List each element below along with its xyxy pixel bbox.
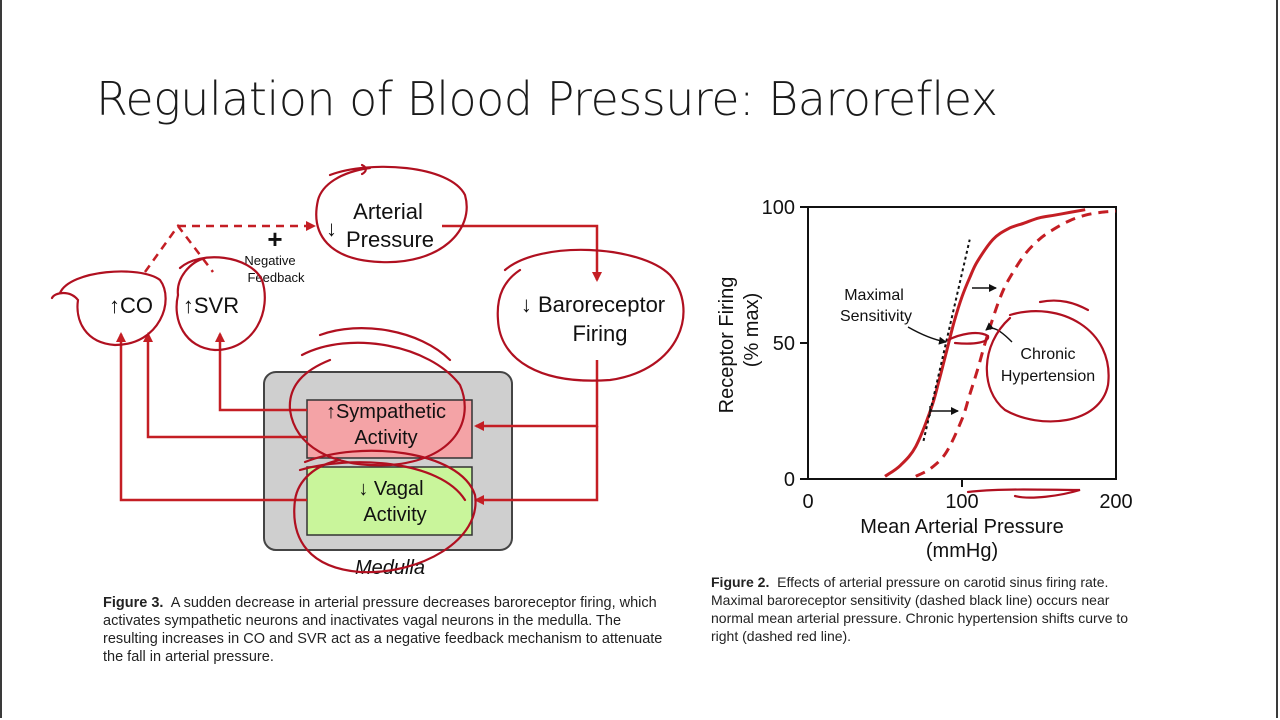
maximal-sensitivity-line2: Sensitivity <box>840 308 912 325</box>
x-axis-title-line1: Mean Arterial Pressure <box>860 516 1063 538</box>
sympathetic-to-co-arrow <box>143 332 307 439</box>
baroreflex-diagram: ↑Sympathetic Activity ↓ Vagal Activity M… <box>50 163 685 579</box>
figure2-caption: Figure 2. Effects of arterial pressure o… <box>711 573 1151 645</box>
arterial-pressure-arrow: ↓ <box>326 216 337 241</box>
baroreceptor-line1: ↓ Baroreceptor <box>521 292 665 317</box>
figure3-caption-text: A sudden decrease in arterial pressure d… <box>103 595 663 665</box>
y-tick-label: 0 <box>784 469 795 491</box>
y-tick-label: 50 <box>773 333 795 355</box>
y-tick-label: 100 <box>762 197 795 219</box>
chronic-hypertension-pointer <box>985 322 1013 343</box>
plus-sign: + <box>267 224 282 254</box>
feedback-dashed-arrows <box>143 221 316 273</box>
pressure-to-baroreceptor-arrow <box>442 224 602 282</box>
x-tick-label: 200 <box>1099 491 1132 513</box>
x-tick-label: 0 <box>802 491 813 513</box>
baroreceptor-to-vagal-arrow <box>474 426 599 505</box>
medulla-label: Medulla <box>355 557 425 579</box>
negative-feedback-line1: Negative <box>244 253 295 268</box>
slide-title: Regulation of Blood Pressure: Baroreflex <box>96 72 998 126</box>
chronic-hypertension-line1: Chronic <box>1020 346 1075 363</box>
arterial-pressure-line1: Arterial <box>353 199 423 224</box>
y-axis-title-line2: (% max) <box>741 293 763 367</box>
maximal-sensitivity-pointer <box>907 326 947 345</box>
co-label: ↑CO <box>109 293 153 318</box>
sympathetic-label-line2: Activity <box>354 427 417 449</box>
vagal-label-line1: ↓ Vagal <box>358 478 423 500</box>
shift-arrows <box>907 284 1013 416</box>
flow-arrows <box>116 224 602 505</box>
figure2-caption-label: Figure 2. <box>711 574 770 590</box>
figure2-caption-text: Effects of arterial pressure on carotid … <box>711 574 1129 644</box>
y-axis-title-line1: Receptor Firing <box>716 277 738 414</box>
svr-label: ↑SVR <box>183 293 239 318</box>
chronic-hypertension-line2: Hypertension <box>1001 368 1095 385</box>
y-ticks: 100 50 0 <box>762 197 795 491</box>
baroreceptor-line2: Firing <box>572 321 627 346</box>
arterial-pressure-line2: Pressure <box>346 227 434 252</box>
vagal-to-co-arrow <box>116 332 307 502</box>
hypertension-firing-curve <box>915 209 1117 478</box>
chart-handwritten-annotations <box>946 299 1110 499</box>
vagal-label-line2: Activity <box>363 504 426 526</box>
x-axis-title-line2: (mmHg) <box>926 540 998 562</box>
x-tick-label: 100 <box>945 491 978 513</box>
sympathetic-label-line1: ↑Sympathetic <box>326 401 446 423</box>
x-ticks: 0 100 200 <box>802 491 1132 513</box>
figure3-caption-label: Figure 3. <box>103 595 164 611</box>
normal-firing-curve <box>884 208 1086 478</box>
y-tick-marks <box>800 206 808 480</box>
maximal-sensitivity-line1: Maximal <box>844 287 904 304</box>
sympathetic-to-svr-arrow <box>215 332 307 412</box>
receptor-firing-chart: 100 50 0 0 100 200 Mean Arterial Pressur… <box>716 197 1133 562</box>
figure3-caption: Figure 3. A sudden decrease in arterial … <box>103 594 678 666</box>
handwritten-annotations <box>50 163 685 574</box>
